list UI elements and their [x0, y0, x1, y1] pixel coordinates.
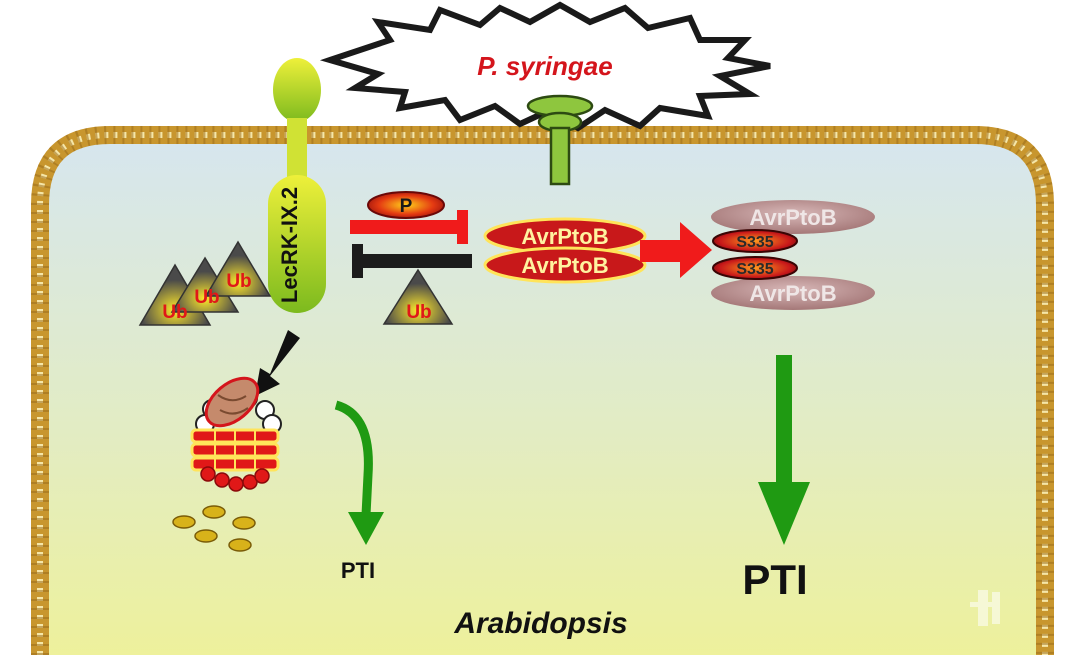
black-inhibition	[352, 244, 472, 278]
organism-label: Arabidopsis	[453, 607, 627, 640]
pti-large-label: PTI	[742, 556, 807, 603]
pti-small-label: PTI	[341, 558, 375, 583]
avrptob-label-1: AvrPtoB	[521, 224, 608, 249]
ub-label-3: Ub	[226, 271, 251, 292]
s335-label-1: S335	[736, 234, 773, 251]
red-inhibition	[350, 210, 468, 244]
cell-membrane	[31, 126, 1054, 664]
ubiquitin-cluster	[138, 240, 454, 326]
faded-avrptob-1	[711, 200, 875, 234]
proteasome	[190, 376, 282, 492]
avrptob-ellipse-2	[483, 246, 647, 284]
black-arrow	[255, 330, 300, 396]
faded-avrptob-label-2: AvrPtoB	[749, 281, 836, 306]
s335-marker-2	[712, 256, 798, 280]
green-straight-arrow	[776, 355, 792, 485]
peptide-fragments	[172, 505, 256, 552]
receptor-label: LecRK-IX.2	[277, 187, 302, 303]
pathogen-starburst	[319, 1, 771, 132]
phosphate-marker	[367, 191, 445, 219]
pathogen-label: P. syringae	[477, 51, 612, 81]
red-arrow	[640, 222, 712, 278]
phosphate-label: P	[400, 196, 413, 217]
green-straight-arrowhead	[758, 482, 810, 545]
ub-label-1: Ub	[162, 302, 187, 323]
faded-avrptob-2	[711, 276, 875, 310]
s335-marker-1	[712, 229, 798, 253]
lecrk-receptor	[268, 58, 326, 313]
s335-label-2: S335	[736, 261, 773, 278]
ub-label-2: Ub	[194, 287, 219, 308]
green-curved-arrowhead	[348, 512, 384, 545]
bottom-border	[30, 655, 1055, 664]
faded-avrptob-label-1: AvrPtoB	[749, 205, 836, 230]
watermark-logo	[970, 590, 1000, 626]
green-curved-arrow	[334, 400, 373, 516]
avrptob-label-2: AvrPtoB	[521, 253, 608, 278]
secretion-system	[526, 94, 594, 186]
ub-label-4: Ub	[406, 302, 431, 323]
